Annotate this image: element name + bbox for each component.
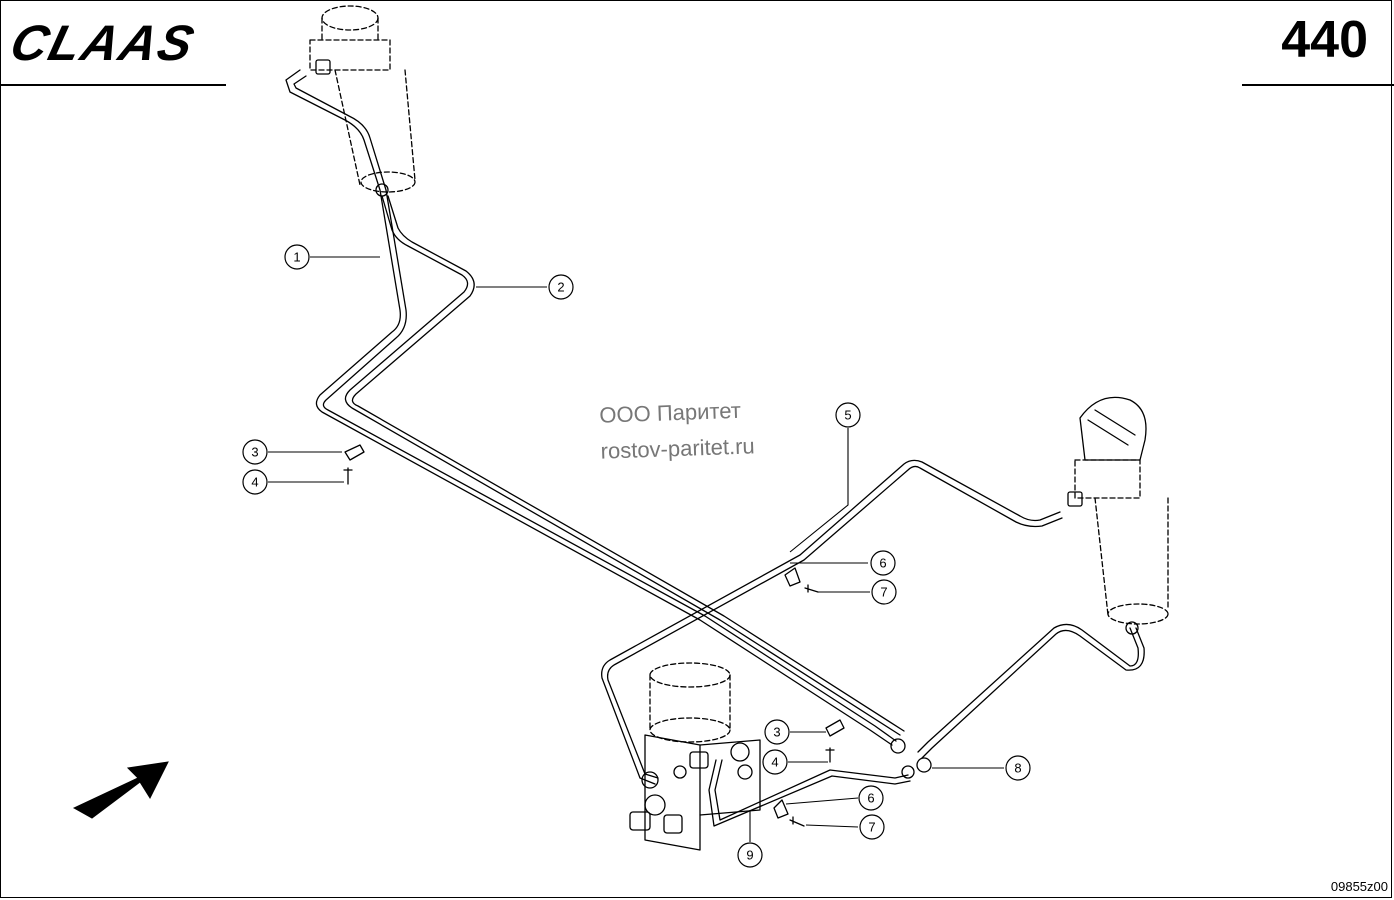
pipe-1 xyxy=(285,69,893,746)
clamp-6a xyxy=(784,567,801,587)
callout-7: 7 xyxy=(871,579,897,605)
bolt-7b xyxy=(789,816,805,827)
clamp-6b xyxy=(773,799,789,819)
svg-text:8: 8 xyxy=(1014,761,1021,776)
reference-code: 09855z00 xyxy=(1330,879,1388,894)
direction-arrow-icon xyxy=(72,761,169,819)
clamp-3a xyxy=(344,444,365,461)
callout-3b: 3 xyxy=(764,719,790,745)
page-number-underline xyxy=(1242,84,1394,86)
svg-text:4: 4 xyxy=(771,755,778,770)
callout-8: 8 xyxy=(1005,755,1031,781)
callout-7b: 7 xyxy=(859,814,885,840)
watermark-line-2: rostov-paritet.ru xyxy=(600,433,756,464)
svg-text:2: 2 xyxy=(557,280,564,295)
svg-text:9: 9 xyxy=(746,848,753,863)
watermark: ООО Паритет rostov-paritet.ru xyxy=(599,392,755,469)
brand-underline xyxy=(0,84,226,86)
svg-text:5: 5 xyxy=(844,408,851,423)
svg-text:7: 7 xyxy=(868,820,875,835)
callout-4: 4 xyxy=(242,469,268,495)
watermark-line-1: ООО Паритет xyxy=(598,397,742,428)
clamp-3b xyxy=(825,719,845,737)
pipe-8 xyxy=(917,623,1139,753)
upper-left-cylinder xyxy=(309,5,416,193)
callout-2: 2 xyxy=(548,274,574,300)
callout-1: 1 xyxy=(284,244,310,270)
svg-text:1: 1 xyxy=(293,250,300,265)
callout-5: 5 xyxy=(835,402,861,428)
pipe-2 xyxy=(344,195,901,736)
callout-3: 3 xyxy=(242,439,268,465)
svg-text:6: 6 xyxy=(867,791,874,806)
svg-text:4: 4 xyxy=(251,475,258,490)
callout-6b: 6 xyxy=(858,785,884,811)
page-number: 440 xyxy=(1281,11,1368,69)
bolt-7a xyxy=(804,584,819,593)
valve-block xyxy=(629,662,761,851)
callout-6: 6 xyxy=(870,550,896,576)
pipe-5 xyxy=(601,459,1061,785)
pipe-9 xyxy=(714,759,909,821)
callout-4b: 4 xyxy=(762,749,788,775)
right-cylinder xyxy=(1067,396,1169,635)
svg-text:6: 6 xyxy=(879,556,886,571)
svg-text:3: 3 xyxy=(251,445,258,460)
fittings-8 xyxy=(890,738,932,779)
bolt-4a xyxy=(343,467,353,485)
bolt-4b xyxy=(825,747,835,763)
svg-text:7: 7 xyxy=(880,585,887,600)
svg-text:3: 3 xyxy=(773,725,780,740)
callout-9: 9 xyxy=(737,842,763,868)
cylinder-fitting-top xyxy=(315,59,389,197)
